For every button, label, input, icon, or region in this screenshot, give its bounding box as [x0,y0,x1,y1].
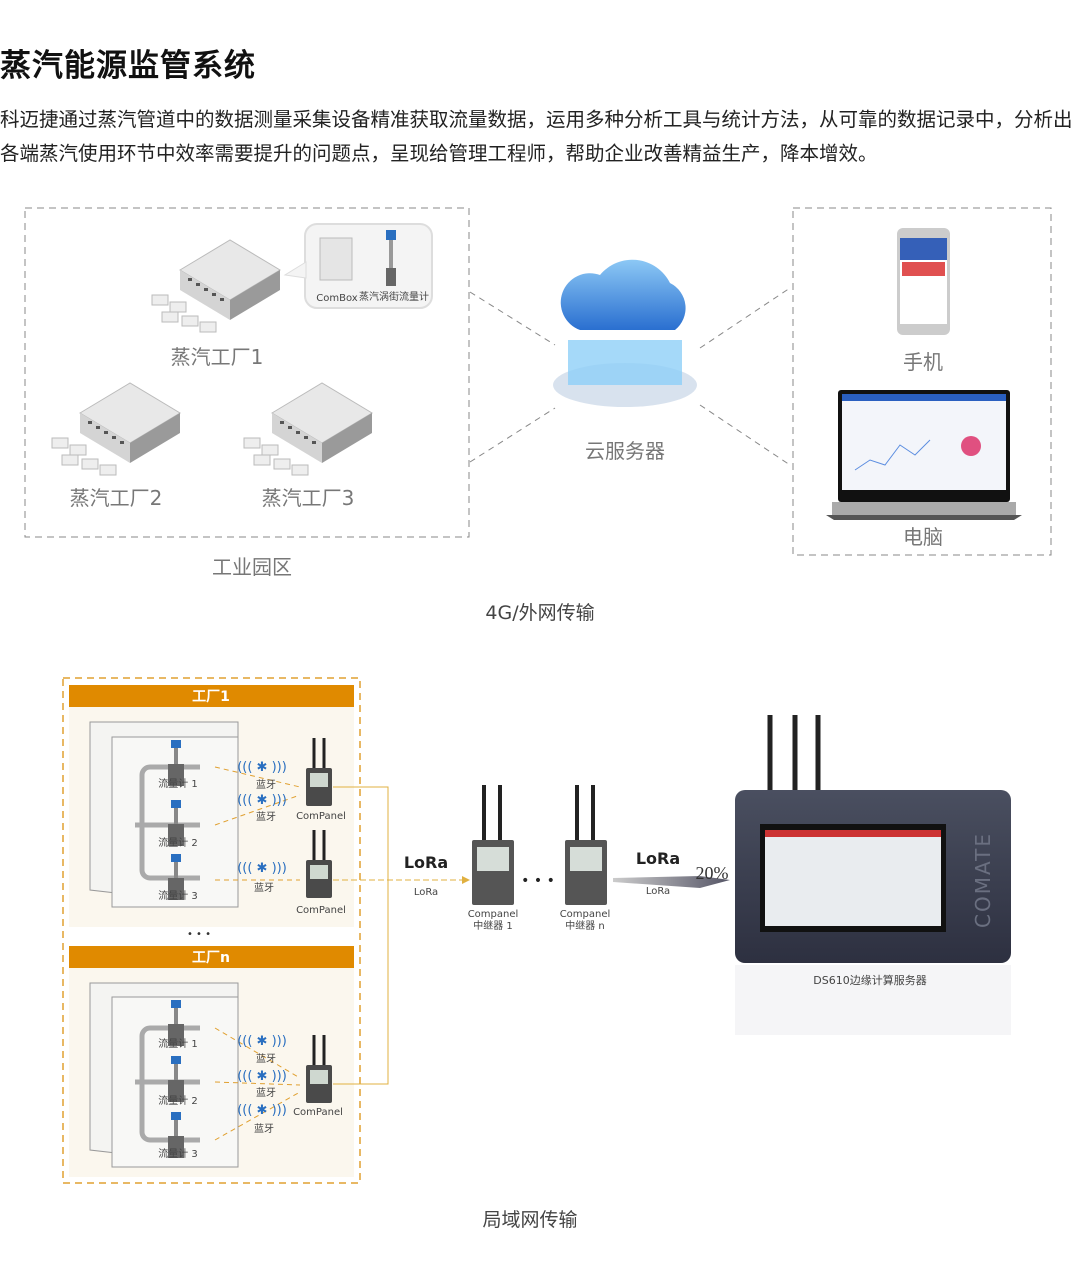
factory-ellipsis: • • • [187,929,211,940]
diagram-label: 工厂n [192,950,230,966]
factory-3-icon [243,382,373,476]
combox-label: ComBox [316,293,358,304]
factory-2-label: 蒸汽工厂2 [70,486,163,510]
factory-3-label: 蒸汽工厂3 [262,486,355,510]
meter-3n-label: 流量计 3 [158,1147,198,1160]
diagram-label: 蓝牙 [256,811,276,823]
diagram-label: Companel [468,909,519,920]
factory-1-header [69,685,354,707]
diagram-label: LoRa [414,887,438,898]
description: 科迈捷通过蒸汽管道中的数据测量采集设备精准获取流量数据，运用多种分析工具与统计方… [0,108,1073,165]
server-label: DS610边缘计算服务器 [813,973,926,987]
bottom-caption: 局域网传输 [482,1209,577,1231]
companel-1-label: ComPanel [296,811,346,822]
companel-2-label: ComPanel [296,905,346,916]
client-box [792,207,1052,556]
edge-server-icon: COMATE [735,715,1011,1035]
repeater-n-label: 中继器 n [565,919,605,932]
lora-logo-2: LoRa [636,849,680,868]
pc-label: 电脑 [903,525,943,549]
cabinet-n [89,982,239,1168]
diagram-label: LoRa [646,886,670,897]
meter-1-label: 流量计 1 [158,777,198,790]
device-callout: ComBox 蒸汽涡街流量计 [283,223,433,309]
flowmeter-icon [386,230,396,240]
factory-2-icon [51,382,181,476]
page-title: 蒸汽能源监管系统 [0,48,256,84]
repeater-ellipsis: • • • [521,873,555,889]
factories-box [62,677,361,1184]
lan-link-lines [333,786,465,1085]
server-brand: COMATE [971,832,995,928]
meter-2n-label: 流量计 2 [158,1094,198,1107]
diagram-label: 工厂1 [192,689,230,705]
cloud-label: 云服务器 [585,439,665,463]
combox-icon [319,237,353,281]
phone-label: 手机 [903,350,943,374]
cloud-server-icon [553,259,697,407]
phone-icon [897,228,950,335]
diagram-label: 蓝牙 [254,1123,274,1135]
diagram-label: 蓝牙 [256,779,276,791]
diagram-label: 蓝牙 [256,1087,276,1099]
arrow-percent: 20% [696,863,729,883]
companel-n-label: ComPanel [293,1107,343,1118]
top-caption: 4G/外网传输 [485,602,594,624]
repeater-n-icon [563,783,609,907]
transfer-arrow [613,876,730,888]
meter-2-label: 流量计 2 [158,836,198,849]
diagram-label: 蓝牙 [254,882,274,894]
park-label: 工业园区 [212,555,292,579]
factory-1-icon [151,239,281,333]
factory-1-label: 蒸汽工厂1 [171,345,264,369]
repeater-1-icon [470,783,516,907]
meter-3-label: 流量计 3 [158,889,198,902]
repeater-1-label: 中继器 1 [473,919,513,932]
meter-1n-label: 流量计 1 [158,1037,198,1050]
diagram-label: Companel [560,909,611,920]
industrial-park-box [24,207,470,538]
factory-n-header [69,946,354,968]
lora-logo-1: LoRa [404,853,448,872]
laptop-icon [826,390,1022,520]
diagram-label: 蓝牙 [256,1053,276,1065]
meter-label: 蒸汽涡街流量计 [359,290,429,303]
cabinet-1 [89,721,239,908]
